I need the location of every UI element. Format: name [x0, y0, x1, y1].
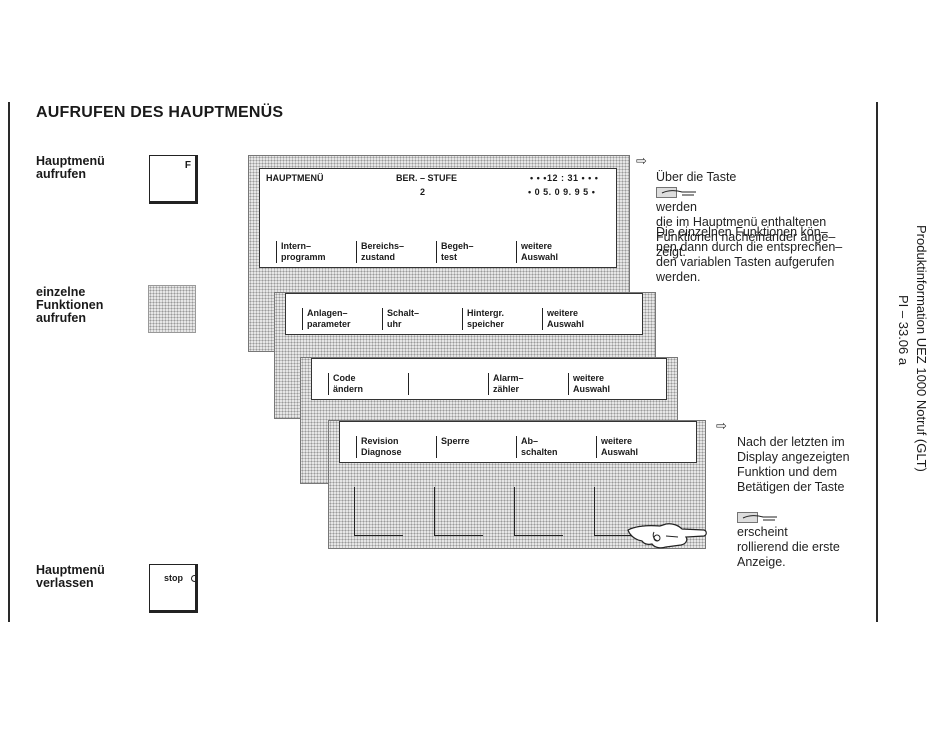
description-1-tail: werden — [656, 200, 697, 214]
screen3-function-2 — [408, 373, 413, 395]
screen1-function-1: Intern– programm — [276, 241, 326, 263]
softkey-4[interactable] — [594, 487, 643, 536]
label-call-functions: einzelne Funktionen aufrufen — [36, 285, 104, 325]
right-margin-line — [876, 102, 878, 622]
display-screen-4: Revision Diagnose Sperre Ab– schalten we… — [339, 421, 697, 463]
label-leave-main-menu: Hauptmenü verlassen — [36, 563, 105, 590]
display-panel-1: HAUPTMENÜ BER. – STUFE 2 • • •12 : 31 • … — [248, 155, 630, 352]
screen2-function-4: weitere Auswahl — [542, 308, 584, 330]
f-key-label: F — [184, 160, 191, 171]
display-screen-2: Anlagen– parameter Schalt– uhr Hintergr.… — [285, 293, 643, 335]
side-text-line-2: PI – 33.06 a — [896, 295, 911, 366]
screen4-function-4: weitere Auswahl — [596, 436, 638, 458]
softkey-3[interactable] — [514, 487, 563, 536]
page-title: AUFRUFEN DES HAUPTMENÜS — [36, 104, 284, 121]
f-key[interactable]: F — [149, 155, 198, 204]
arrow-icon-1: ⇨ — [636, 153, 647, 168]
arrow-icon-2: ⇨ — [716, 418, 727, 433]
stop-indicator-icon — [191, 575, 198, 582]
screen2-function-1: Anlagen– parameter — [302, 308, 351, 330]
screen1-function-3: Begeh– test — [436, 241, 474, 263]
display-screen-3: Code ändern Alarm– zähler weitere Auswah… — [311, 358, 667, 400]
description-3-rest: rollierend die erste Anzeige. — [737, 540, 840, 569]
display-screen-1: HAUPTMENÜ BER. – STUFE 2 • • •12 : 31 • … — [259, 168, 617, 268]
stop-key-label: stop — [164, 573, 183, 583]
description-3-lead: Nach der letzten im Display angezeigten … — [737, 435, 850, 494]
softkey-2[interactable] — [434, 487, 483, 536]
screen3-function-4: weitere Auswahl — [568, 373, 610, 395]
stop-key[interactable]: stop — [149, 564, 198, 613]
pointing-hand-icon — [627, 523, 707, 549]
screen1-stage-value: 2 — [420, 187, 426, 197]
side-product-info: Produktinformation UEZ 1000 Notruf (GLT)… — [896, 225, 940, 505]
softkey-1[interactable] — [354, 487, 403, 536]
screen2-function-2: Schalt– uhr — [382, 308, 419, 330]
scroll-key-icon-1 — [656, 187, 696, 199]
screen1-function-4: weitere Auswahl — [516, 241, 558, 263]
screen4-function-2: Sperre — [436, 436, 470, 458]
screen1-function-2: Bereichs– zustand — [356, 241, 404, 263]
description-1-rest: die im Hauptmenü enthaltenen Funktionen … — [656, 215, 836, 259]
scroll-key-icon-2 — [737, 512, 777, 524]
variable-function-key[interactable] — [148, 285, 196, 333]
screen2-function-3: Hintergr. speicher — [462, 308, 504, 330]
description-3: Nach der letzten im Display angezeigten … — [737, 420, 872, 585]
screen1-stage-label: BER. – STUFE — [396, 173, 458, 183]
description-3-tail: erscheint — [737, 525, 788, 539]
screen4-function-3: Ab– schalten — [516, 436, 558, 458]
screen4-function-1: Revision Diagnose — [356, 436, 402, 458]
screen1-date: • 0 5. 0 9. 9 5 • — [528, 187, 596, 197]
description-2: Die einzelnen Funktionen kön– nen dann d… — [656, 225, 843, 284]
screen1-time: • • •12 : 31 • • • — [530, 173, 599, 183]
screen3-function-1: Code ändern — [328, 373, 363, 395]
description-1-lead: Über die Taste — [656, 170, 737, 184]
screen3-function-3: Alarm– zähler — [488, 373, 524, 395]
left-margin-line — [8, 102, 10, 622]
screen1-title: HAUPTMENÜ — [266, 173, 324, 183]
description-1: Über die Taste werden die im Hauptmenü e… — [656, 155, 876, 275]
label-call-main-menu: Hauptmenü aufrufen — [36, 154, 105, 181]
side-text-line-1: Produktinformation UEZ 1000 Notruf (GLT) — [914, 225, 929, 472]
